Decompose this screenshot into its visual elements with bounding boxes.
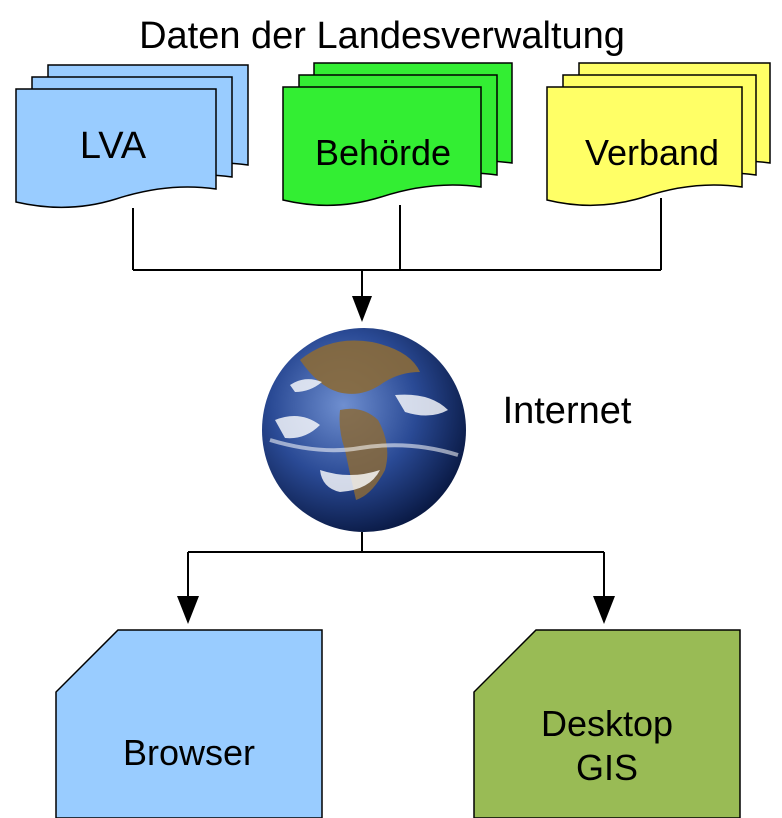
arrow-to-desktop-gis [593, 596, 615, 624]
arrow-to-browser [177, 596, 199, 624]
diagram-title: Daten der Landesverwaltung [139, 15, 625, 57]
lva-doc-front [15, 88, 217, 209]
desktop-gis-card [473, 629, 741, 818]
lva-label: LVA [80, 125, 147, 167]
globe-clouds [275, 379, 448, 492]
globe-cloud-band [269, 438, 459, 457]
arrow-to-internet [352, 296, 372, 322]
client-browser [55, 629, 323, 818]
browser-card [55, 629, 323, 818]
desktop-gis-label-line-2: GIS [576, 747, 638, 788]
behoerde-doc-front [282, 86, 482, 207]
verband-doc-front [546, 86, 743, 207]
client-desktop-gis [473, 629, 741, 818]
globe-land-north [300, 340, 420, 394]
verband-label: Verband [585, 132, 719, 173]
source-lva: LVA [15, 64, 249, 209]
client-connectors [177, 532, 615, 624]
internet-globe [262, 328, 466, 532]
behoerde-label: Behörde [315, 132, 451, 173]
source-behoerde: Behörde [282, 62, 513, 207]
source-connectors [132, 198, 662, 322]
browser-label-line-1: Browser [123, 732, 255, 773]
source-verband: Verband [546, 62, 771, 207]
desktop-gis-label-line-1: Desktop [541, 703, 673, 744]
internet-label: Internet [503, 390, 632, 432]
